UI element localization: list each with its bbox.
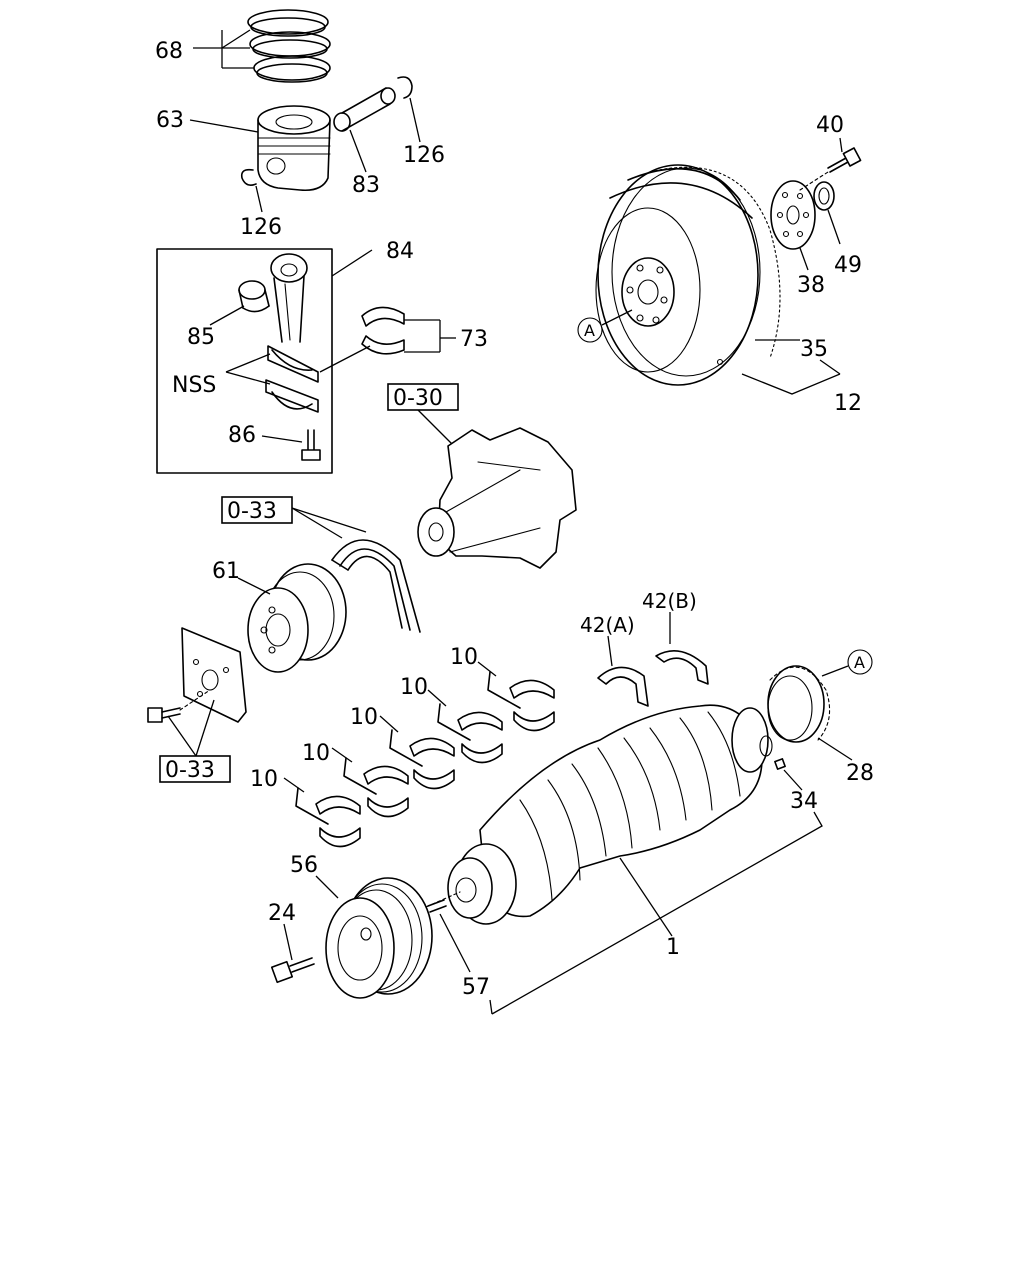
callout-28: 28: [846, 761, 874, 786]
bushing-part[interactable]: [238, 280, 270, 313]
reference-marker-a-2: [847, 649, 873, 675]
main-bearing-set-2[interactable]: [343, 757, 409, 818]
main-bearing-set-5[interactable]: [487, 671, 555, 732]
piston-pin-part[interactable]: [333, 87, 396, 132]
callout-63: 63: [156, 108, 184, 133]
callout-35: 35: [800, 337, 828, 362]
flywheel-part[interactable]: [595, 164, 781, 386]
piston-rings-part[interactable]: [247, 9, 331, 83]
callout-84: 84: [386, 239, 414, 264]
flywheel-bolt-part[interactable]: [827, 147, 862, 173]
callout-85: 85: [187, 325, 215, 350]
dowel-pin-part[interactable]: [427, 899, 447, 913]
crank-pulley-bolt-part[interactable]: [270, 957, 315, 984]
reference-box-0-30: [387, 383, 459, 411]
callout-10-2: 10: [302, 741, 330, 766]
reference-box-0-33-bottom: [159, 755, 231, 783]
callout-1: 1: [666, 935, 680, 960]
callout-83: 83: [352, 173, 380, 198]
callout-10-5: 10: [450, 645, 478, 670]
snap-ring-part[interactable]: [240, 168, 257, 186]
callout-10-3: 10: [350, 705, 378, 730]
callout-42b: 42(B): [642, 589, 697, 613]
pilot-bearing-part[interactable]: [813, 181, 835, 211]
ref-0-33-bottom: 0-33: [165, 758, 215, 783]
thrust-washer-a-part[interactable]: [597, 666, 649, 707]
callout-61: 61: [212, 559, 240, 584]
fan-pulley-part[interactable]: [247, 563, 347, 673]
callout-56: 56: [290, 853, 318, 878]
callout-57: 57: [462, 975, 490, 1000]
ref-0-33-top: 0-33: [227, 499, 277, 524]
marker-a-label-2: A: [854, 653, 865, 672]
crank-gear-part[interactable]: [767, 665, 831, 743]
callout-126-right: 126: [403, 143, 445, 168]
connecting-rod-assembly-box: [156, 248, 333, 474]
callout-38: 38: [797, 273, 825, 298]
callout-49: 49: [834, 253, 862, 278]
rod-cap-part[interactable]: [265, 379, 319, 413]
connecting-rod-part[interactable]: [267, 253, 319, 383]
reference-marker-a: [577, 317, 603, 343]
crank-pulley-part[interactable]: [325, 877, 433, 999]
reference-box-0-33-top: [221, 496, 293, 524]
piston-part[interactable]: [257, 105, 331, 192]
bracket-bolt-part[interactable]: [147, 707, 181, 723]
belt-part[interactable]: [331, 539, 421, 633]
flywheel-plate-part[interactable]: [770, 180, 816, 250]
pulley-bracket-part[interactable]: [181, 627, 247, 723]
callout-68: 68: [155, 39, 183, 64]
callout-12: 12: [834, 391, 862, 416]
main-bearing-set-3[interactable]: [389, 729, 455, 790]
main-bearing-set-1[interactable]: [295, 787, 361, 848]
callout-nss: NSS: [172, 373, 216, 398]
callout-73: 73: [460, 327, 488, 352]
thrust-washer-b-part[interactable]: [655, 650, 709, 685]
callout-10-1: 10: [250, 767, 278, 792]
callout-40: 40: [816, 113, 844, 138]
water-pump-part[interactable]: [417, 427, 577, 569]
crankshaft-part[interactable]: [447, 704, 773, 925]
main-bearing-set-4[interactable]: [437, 703, 503, 764]
callout-42a: 42(A): [580, 613, 635, 637]
marker-a-label: A: [584, 321, 595, 340]
callout-86: 86: [228, 423, 256, 448]
callout-126-left: 126: [240, 215, 282, 240]
snap-ring-part-2[interactable]: [397, 76, 413, 99]
callout-24: 24: [268, 901, 296, 926]
ref-0-30: 0-30: [393, 386, 443, 411]
rod-bearing-part[interactable]: [361, 306, 405, 355]
callout-34: 34: [790, 789, 818, 814]
crank-pin-part[interactable]: [774, 758, 786, 770]
rod-bolt-part[interactable]: [301, 429, 321, 461]
callout-10-4: 10: [400, 675, 428, 700]
